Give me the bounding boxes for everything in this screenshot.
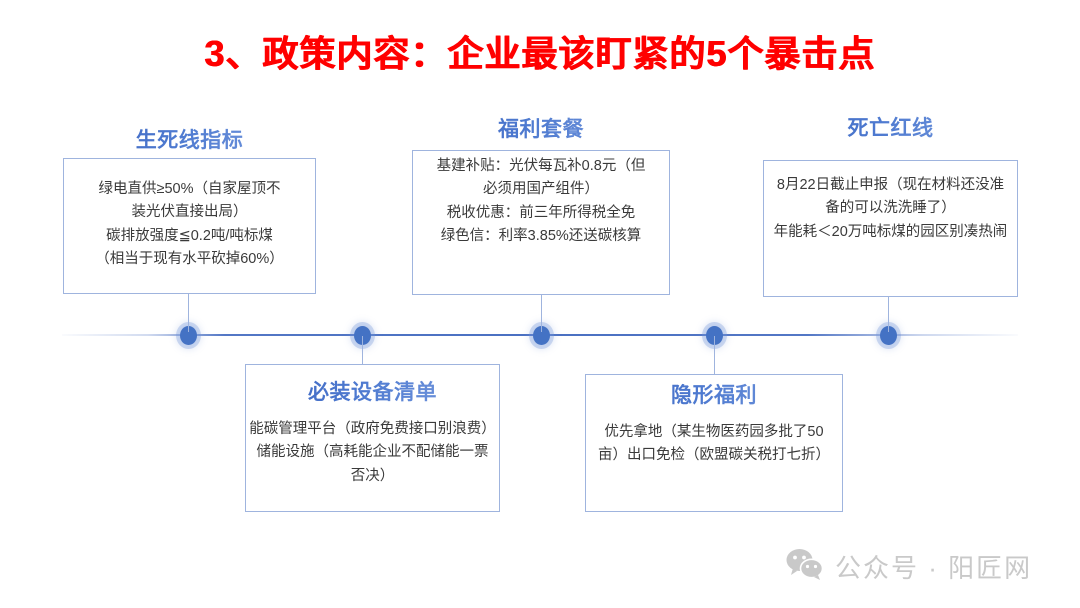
card-line: 优先拿地（某生物医药园多批了50 [604, 424, 824, 440]
card-life-death-indicator [63, 158, 316, 294]
timeline-dot-4[interactable] [706, 326, 723, 345]
card-title-life-death-indicator: 生死线指标 [63, 124, 316, 154]
card-line: 装光伏直接出局） [131, 204, 248, 221]
timeline-dot-2[interactable] [354, 326, 371, 345]
card-line: 基建补贴：光伏每瓦补0.8元（但 [436, 158, 646, 174]
watermark: 公众号 · 阳匠网 [786, 548, 1032, 587]
card-title-hidden-benefits: 隐形福利 [585, 379, 843, 409]
card-required-equipment-list [245, 364, 500, 512]
card-line: 年能耗＜20万吨标煤的园区别凑热闹 [773, 223, 1008, 240]
timeline-dot-5[interactable] [880, 326, 897, 345]
card-line: 绿电直供≥50%（自家屋顶不 [98, 181, 281, 197]
wechat-icon [786, 548, 824, 587]
card-line: 必须用国产组件） [483, 181, 599, 198]
connector-card-4 [362, 336, 363, 364]
timeline-dot-1[interactable] [180, 326, 197, 345]
card-body-death-red-line: 8月22日截止申报（现在材料还没准 备的可以洗洗睡了） 年能耗＜20万吨标煤的园… [752, 174, 1029, 244]
card-body-required-equipment-list: 能碳管理平台（政府免费接口别浪费） 储能设施（高耗能企业不配储能一票 否决） [229, 418, 516, 488]
card-title-required-equipment-list: 必装设备清单 [245, 376, 500, 406]
card-body-benefit-package: 基建补贴：光伏每瓦补0.8元（但 必须用国产组件） 税收优惠：前三年所得税全免 … [404, 155, 678, 249]
watermark-text: 公众号 · 阳匠网 [835, 552, 1033, 583]
connector-card-3 [888, 297, 889, 332]
card-line: 亩）出口免检（欧盟碳关税打七折） [598, 447, 830, 464]
card-line: 碳排放强度≦0.2吨/吨标煤 [106, 227, 273, 244]
card-line: 绿色信：利率3.85%还送碳核算 [440, 228, 642, 245]
card-death-red-line [763, 160, 1018, 297]
card-line: （相当于现有水平砍掉60%） [95, 251, 284, 268]
card-hidden-benefits [585, 374, 843, 512]
page-title: 3、政策内容：企业最该盯紧的5个暴击点 [204, 33, 876, 74]
card-line: 否决） [350, 467, 395, 484]
card-line: 税收优惠：前三年所得税全免 [446, 204, 636, 221]
timeline-dot-3[interactable] [533, 326, 550, 345]
connector-card-5 [714, 336, 715, 374]
card-line: 储能设施（高耗能企业不配储能一票 [256, 444, 489, 461]
card-title-death-red-line: 死亡红线 [763, 112, 1018, 142]
card-line: 备的可以洗洗睡了） [825, 200, 956, 217]
card-body-life-death-indicator: 绿电直供≥50%（自家屋顶不 装光伏直接出局） 碳排放强度≦0.2吨/吨标煤 （… [55, 178, 324, 272]
card-title-benefit-package: 福利套餐 [412, 113, 670, 143]
card-line: 能碳管理平台（政府免费接口别浪费） [249, 421, 496, 437]
card-benefit-package [412, 150, 670, 295]
card-line: 8月22日截止申报（现在材料还没准 [776, 177, 1005, 193]
card-body-hidden-benefits: 优先拿地（某生物医药园多批了50 亩）出口免检（欧盟碳关税打七折） [573, 421, 855, 468]
connector-card-2 [541, 295, 542, 332]
connector-card-1 [188, 294, 189, 332]
